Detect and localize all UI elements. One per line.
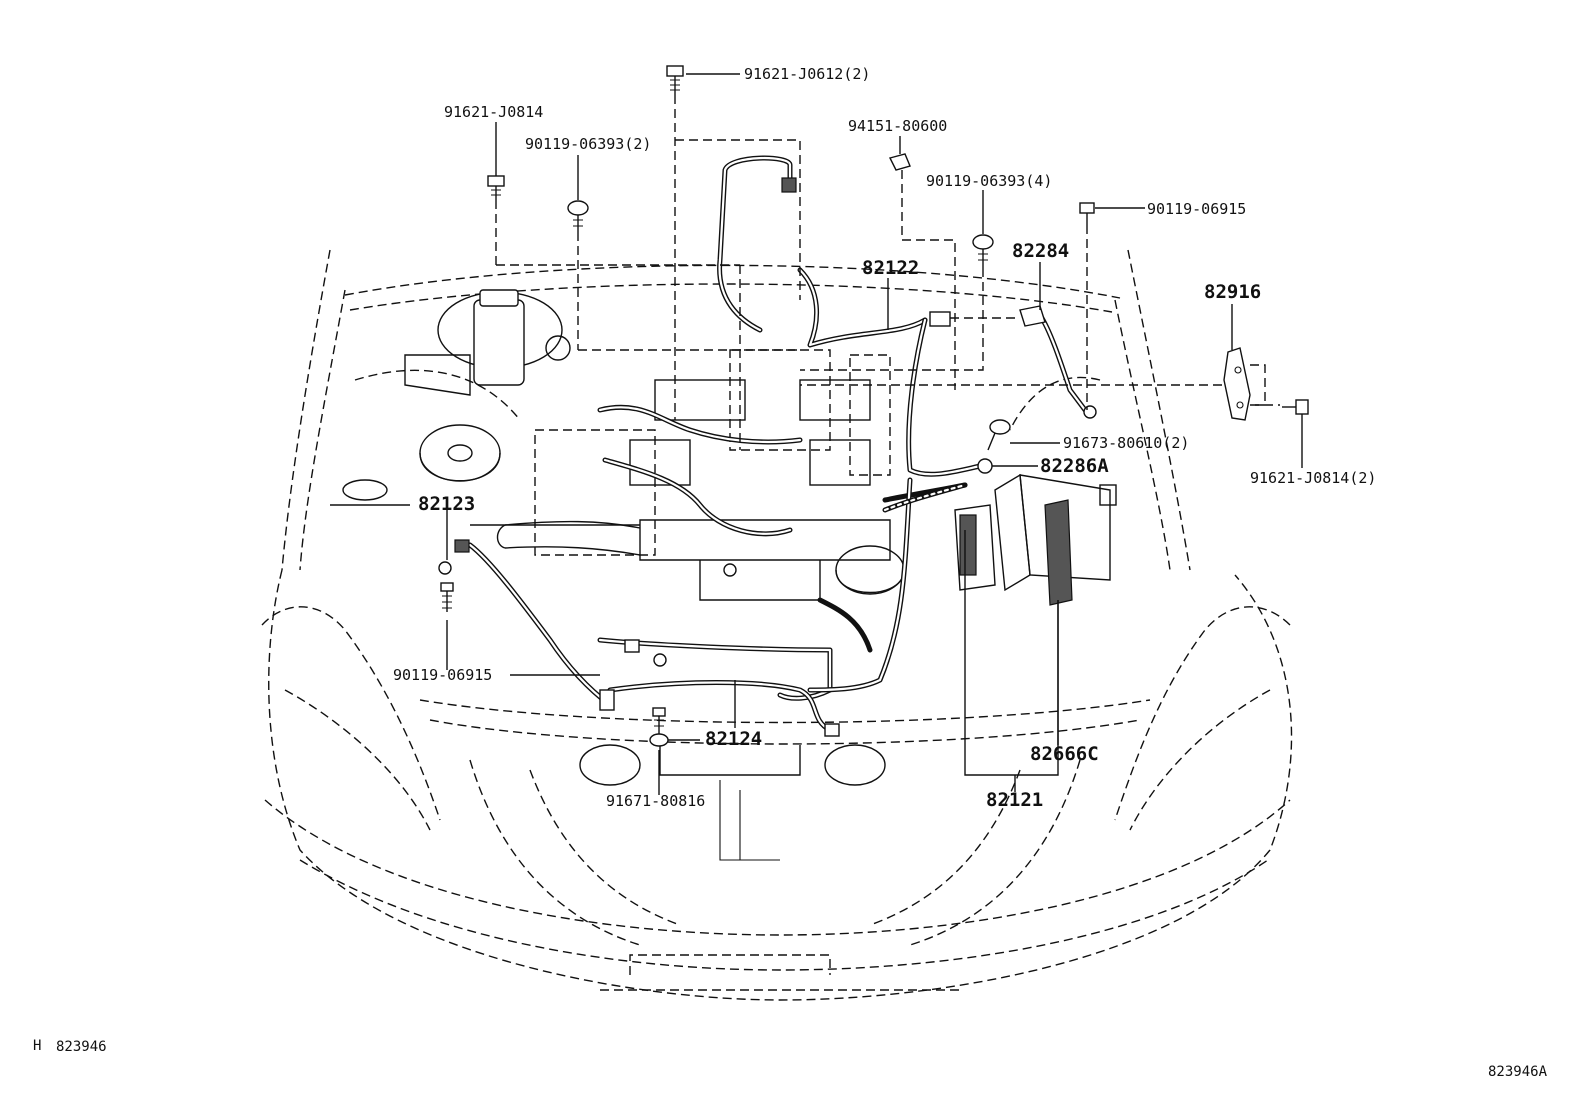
callout-82666C: 82666C	[1030, 743, 1099, 765]
bracket-icon	[1223, 347, 1251, 421]
fasteners	[440, 65, 1309, 747]
callout-82121: 82121	[986, 789, 1043, 811]
wire-harness	[438, 155, 1097, 737]
callout-82284: 82284	[1012, 240, 1069, 262]
footer-marker: H	[33, 1038, 41, 1054]
bolt-icon	[987, 419, 1011, 451]
callout-90119-06393-4: 90119-06393(4)	[926, 172, 1052, 190]
engine-bay-components	[342, 289, 1117, 861]
callout-90119-06915-right: 90119-06915	[1147, 200, 1246, 218]
leader-lines	[330, 73, 1303, 795]
footer-code-left: 823946	[56, 1039, 107, 1055]
callout-82123: 82123	[418, 493, 475, 515]
callout-91621-J0612: 91621-J0612(2)	[744, 65, 870, 83]
callout-90119-06393-2: 90119-06393(2)	[525, 135, 651, 153]
callout-labels: 91621-J0612(2) 91621-J0814 90119-06393(2…	[393, 65, 1376, 811]
bolt-icon	[649, 707, 669, 747]
callout-82122: 82122	[862, 257, 919, 279]
callout-90119-06915-left: 90119-06915	[393, 666, 492, 684]
callout-82286A: 82286A	[1040, 455, 1109, 477]
bolt-icon	[1282, 399, 1309, 415]
callout-91671-80816: 91671-80816	[606, 792, 705, 810]
footer: H 823946 823946A	[33, 1038, 1548, 1080]
bolt-icon	[487, 175, 505, 200]
callout-91621-J0814-2: 91621-J0814(2)	[1250, 469, 1376, 487]
callout-94151-80600: 94151-80600	[848, 117, 947, 135]
vehicle-body-outline	[261, 249, 1293, 1001]
bolt-icon	[440, 582, 454, 612]
footer-code-right: 823946A	[1488, 1064, 1548, 1080]
bolt-icon	[666, 65, 684, 95]
bolt-icon	[972, 234, 994, 268]
callout-82916: 82916	[1204, 281, 1261, 303]
bolt-icon	[1079, 202, 1095, 225]
callout-91673-80610: 91673-80610(2)	[1063, 434, 1189, 452]
bolt-icon	[567, 200, 589, 232]
nut-icon	[888, 153, 911, 171]
callout-82124: 82124	[705, 728, 762, 750]
callout-91621-J0814-top: 91621-J0814	[444, 103, 543, 121]
